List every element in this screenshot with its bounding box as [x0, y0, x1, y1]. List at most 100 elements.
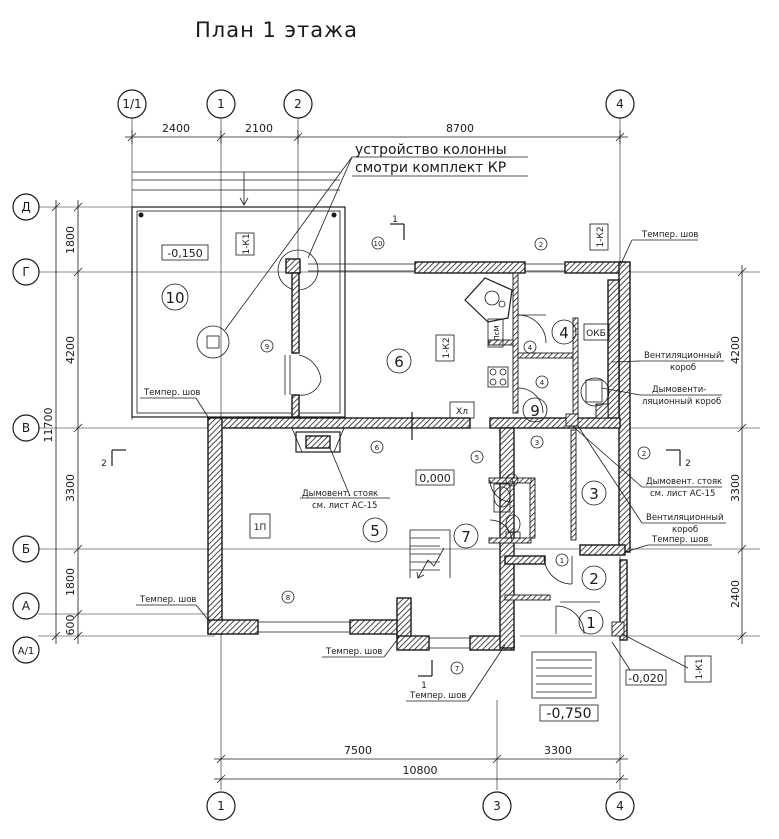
note-text: Темпер. шов [651, 535, 708, 545]
notes: Темпер. шов Темпер. шов Темпер. шов Темп… [136, 230, 726, 702]
openings [284, 314, 585, 635]
note-text: Дымовент. стояк [646, 477, 722, 487]
wall-mark: 2 [539, 241, 543, 249]
axis-label: 4 [616, 799, 624, 813]
note-text: короб [670, 363, 696, 373]
wall-mark: 5 [475, 454, 479, 462]
note-text: Дымовенти- [652, 385, 706, 395]
element-marks: 1-К2 1-К2 1П 1-К1 [249, 223, 712, 683]
dimension-label: 4200 [64, 336, 77, 364]
axis-label: 3 [493, 799, 501, 813]
wall-mark: 2 [642, 450, 646, 458]
room-number: 5 [370, 522, 380, 540]
terrace: -0,150 10 1-К1 10 [131, 171, 385, 418]
boiler-mark: ОКБ [586, 329, 606, 339]
column-callout: устройство колонны смотри комплект КР [196, 142, 528, 359]
dimension-label: 4200 [729, 336, 742, 364]
dimension-label: 2400 [729, 580, 742, 608]
wall-mark: 7 [455, 665, 459, 673]
kitchen-fixtures: ПсМ Хл [449, 277, 513, 419]
wall-mark: 3 [535, 439, 539, 447]
right-dimension-line: 4200 3300 2400 [729, 265, 747, 644]
axis-label: 1 [217, 97, 225, 111]
floor-level: 0,000 [419, 472, 451, 485]
note-text: см. лист АС-15 [650, 489, 715, 499]
chimney: Дымовент. стояк см. лист АС-15 [291, 427, 390, 511]
stairs [409, 529, 597, 699]
dimension-label: 3300 [64, 474, 77, 502]
dishwasher-mark: ПсМ [493, 325, 501, 340]
note-text: Темпер. шов [325, 647, 382, 657]
dimension-label: 3300 [544, 744, 572, 757]
bottom-axis-markers: 1 3 4 [206, 791, 635, 821]
axis-label: А/1 [18, 646, 35, 657]
note-text: Темпер. шов [641, 230, 698, 240]
grid-lines [38, 118, 760, 790]
note-text: Темпер. шов [139, 595, 196, 605]
callout-text: устройство колонны [355, 142, 507, 158]
column-mark: 1-К1 [695, 658, 705, 679]
ground-level: -0,750 [546, 706, 591, 722]
dimension-label: 2100 [245, 122, 273, 135]
dimension-label: 1800 [64, 568, 77, 596]
section-number: 2 [101, 459, 107, 469]
dimension-label: 1800 [64, 226, 77, 254]
note-text: см. лист АС-15 [312, 501, 377, 511]
column-mark: 1-К2 [596, 226, 606, 247]
wall-mark: 1 [560, 557, 564, 565]
top-dimension-line: 2400 2100 8700 [125, 122, 628, 144]
room-number: 2 [589, 570, 599, 588]
note-text: короб [672, 525, 698, 535]
wall-mark: 4 [540, 379, 545, 387]
section-number: 1 [392, 215, 398, 225]
section-number: 1 [421, 681, 427, 691]
plan-title: План 1 этажа [195, 18, 358, 42]
wall-mark: 4 [528, 344, 533, 352]
wall-mark: 9 [265, 343, 269, 351]
dimension-label: 600 [64, 615, 77, 636]
wall-marks: 1 2 2 3 4 4 4 5 6 7 8 9 [260, 237, 651, 675]
room-numbers: 6 5 7 4 9 3 2 1 [362, 319, 607, 635]
interior-partitions [488, 272, 600, 603]
note-text: Темпер. шов [143, 388, 200, 398]
dimension-label: 8700 [446, 122, 474, 135]
axis-label: 2 [294, 97, 302, 111]
level-marks: 0,000 -0,020 -0,750 [415, 469, 667, 722]
dimension-label: 2400 [162, 122, 190, 135]
axis-label: Г [22, 265, 29, 279]
panel-mark: 1П [254, 523, 267, 533]
room-number: 6 [394, 353, 404, 371]
left-axis-markers: Д Г В Б А А/1 [12, 193, 40, 664]
room-number: 9 [530, 402, 540, 420]
room-number: 1 [586, 614, 596, 632]
axis-label: 1/1 [122, 97, 141, 111]
column-mark: 1-К2 [442, 337, 452, 358]
top-axis-markers: 1/1 1 2 4 [117, 89, 635, 119]
left-dimension-lines: 1800 4200 3300 1800 600 11700 [42, 200, 83, 644]
dimension-label: 7500 [344, 744, 372, 757]
axis-label: 1 [217, 799, 225, 813]
bottom-dimension-lines: 7500 3300 10800 [214, 744, 628, 784]
wall-mark: 8 [286, 594, 290, 602]
dimension-label: 11700 [42, 408, 55, 443]
note-text: Дымовент. стояк [302, 489, 378, 499]
room-number: 10 [165, 289, 184, 307]
axis-label: Б [22, 542, 30, 556]
wall-mark: 6 [375, 444, 380, 452]
room-number: 3 [589, 485, 599, 503]
porch-level: -0,020 [628, 672, 663, 685]
dimension-label: 10800 [403, 764, 438, 777]
axis-label: В [22, 421, 30, 435]
room-number: 7 [461, 528, 471, 546]
callout-text: смотри комплект КР [355, 160, 506, 176]
axis-label: А [22, 599, 31, 613]
wall-mark: 4 [510, 477, 515, 485]
wall-mark: 10 [374, 240, 383, 248]
note-text: Вентиляционный [646, 513, 724, 523]
terrace-level: -0,150 [167, 247, 202, 260]
dimension-label: 3300 [729, 474, 742, 502]
bathroom-fixtures: ОКБ [493, 323, 610, 539]
room-number: 4 [559, 324, 569, 342]
note-text: ляционный короб [642, 397, 721, 407]
